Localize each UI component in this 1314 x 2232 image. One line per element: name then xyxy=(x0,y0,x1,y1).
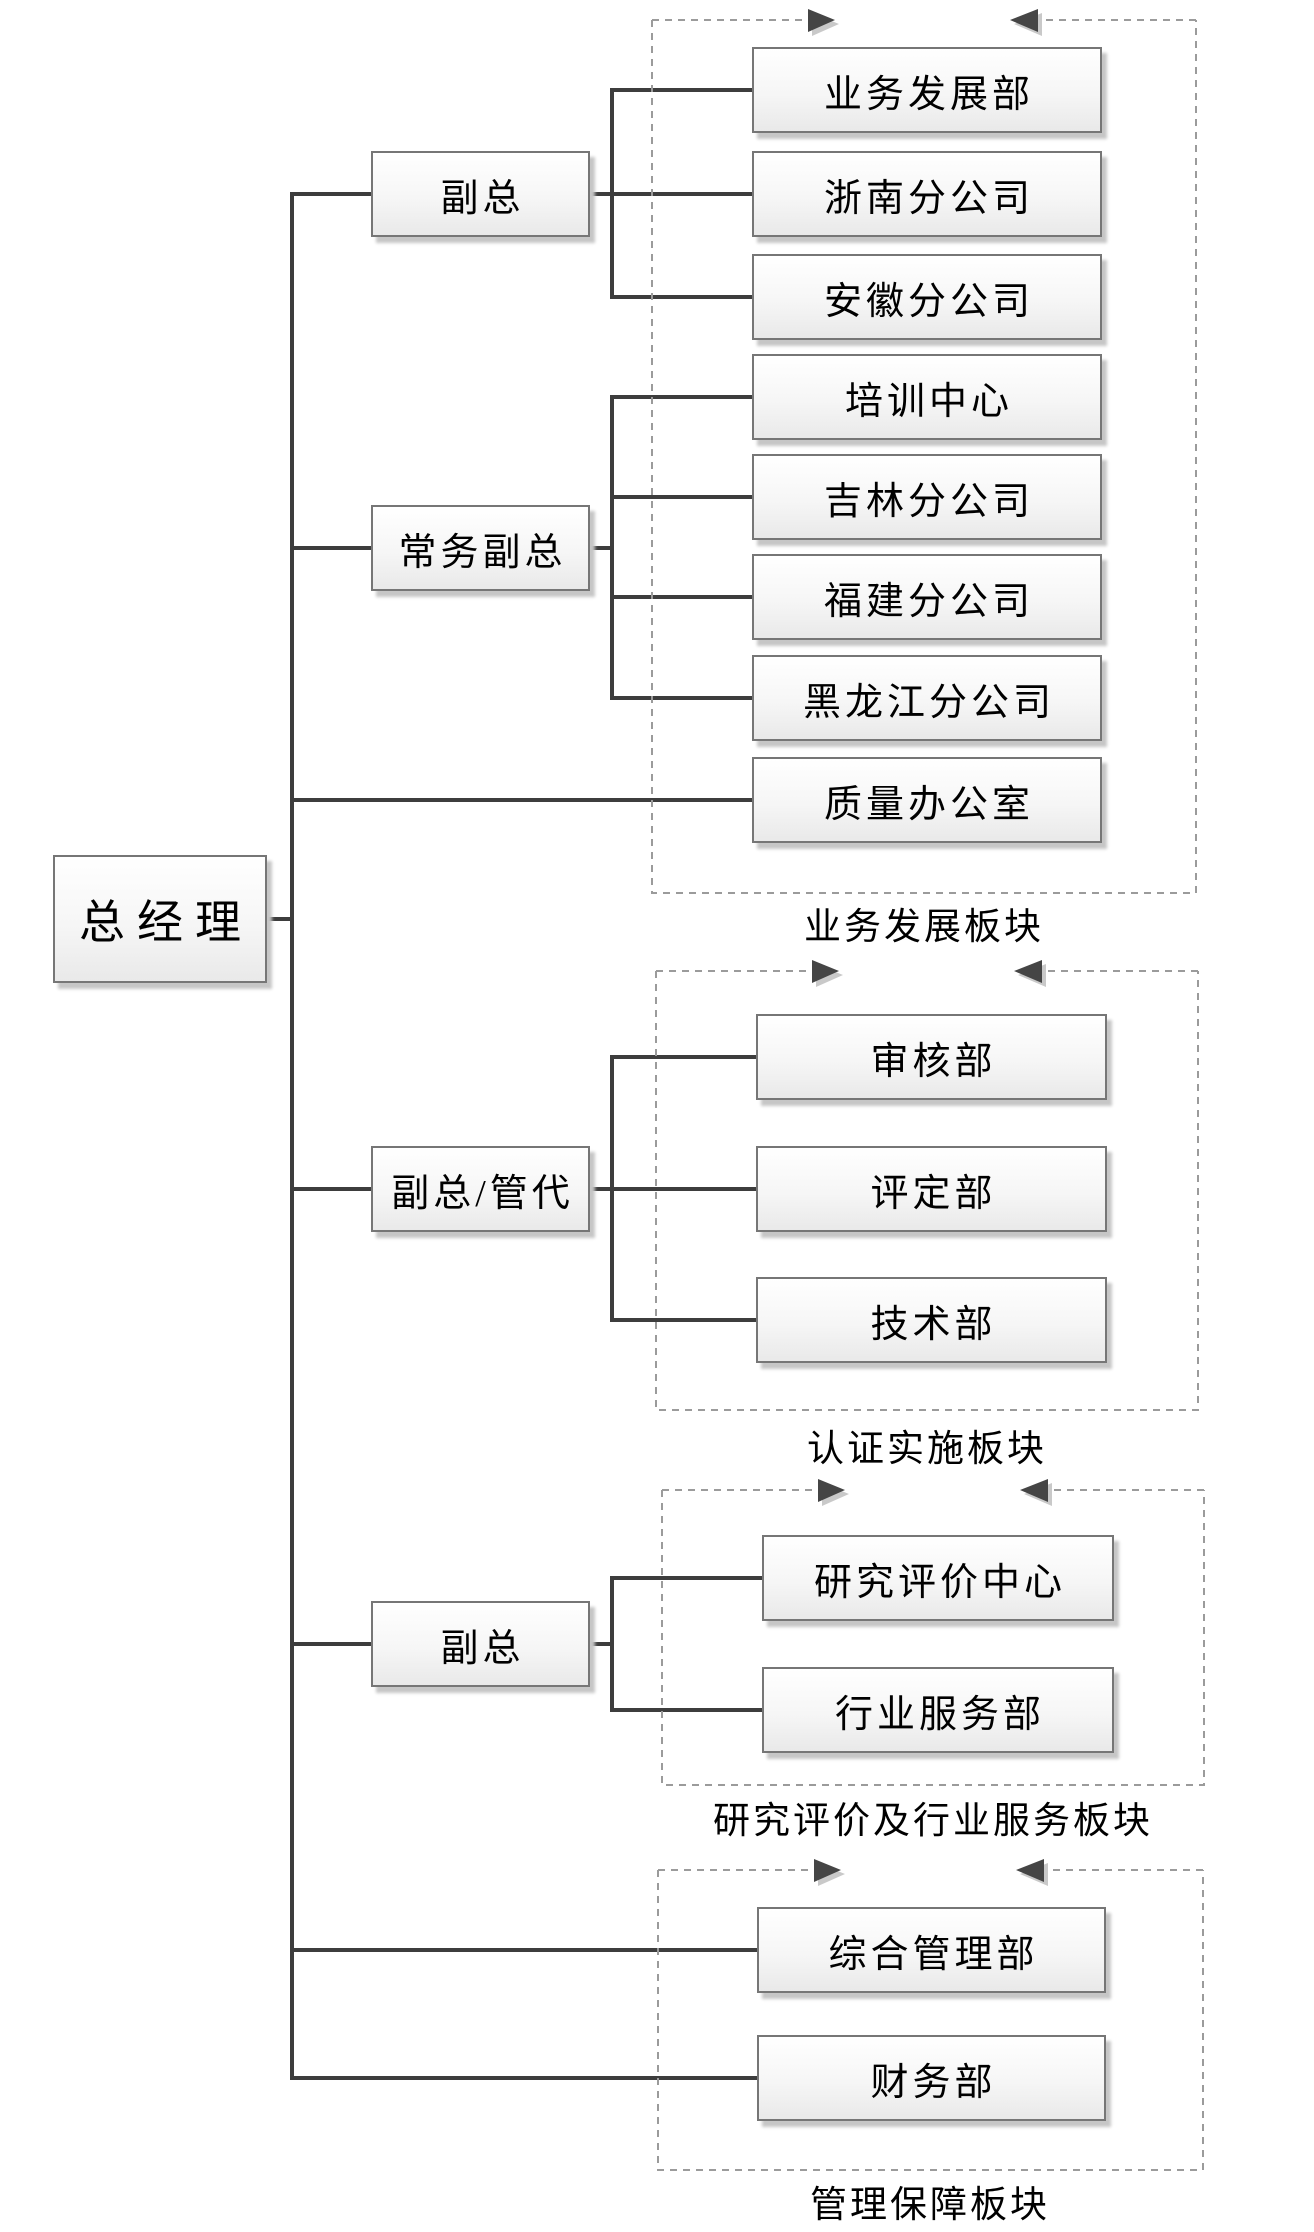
node-deputy-gm-1: 副总 xyxy=(371,151,590,237)
group-outline-certification xyxy=(655,971,1199,1411)
dept-quality-office: 质量办公室 xyxy=(752,757,1102,843)
flow-arrow-left-icon xyxy=(1016,1859,1044,1882)
node-general-manager: 总经理 xyxy=(53,855,267,983)
flow-arrow-right-icon xyxy=(812,960,839,983)
dept-assessment: 评定部 xyxy=(756,1146,1107,1232)
flow-arrow-left-icon xyxy=(1010,9,1038,32)
solid-connectors xyxy=(267,88,762,2080)
group-label-certification: 认证实施板块 xyxy=(807,1429,1047,1470)
node-executive-deputy-gm: 常务副总 xyxy=(371,505,590,591)
flow-arrow-right-icon xyxy=(818,1479,845,1502)
group-outline-business xyxy=(651,20,1197,894)
flow-arrow-right-icon xyxy=(808,9,835,32)
group-outline-support xyxy=(657,1870,1204,2171)
flow-arrow-left-icon xyxy=(1020,1479,1048,1502)
group-outline-research xyxy=(661,1490,1205,1786)
dept-zhenan-branch: 浙南分公司 xyxy=(752,151,1102,237)
dept-technical: 技术部 xyxy=(756,1277,1107,1363)
flow-arrow-right-icon xyxy=(814,1859,841,1882)
group-label-support: 管理保障板块 xyxy=(810,2185,1050,2226)
dept-heilongjiang-branch: 黑龙江分公司 xyxy=(752,655,1102,741)
node-deputy-gm-mgmt-rep: 副总/管代 xyxy=(371,1146,590,1232)
dept-jilin-branch: 吉林分公司 xyxy=(752,454,1102,540)
group-label-business: 业务发展板块 xyxy=(804,907,1044,948)
flow-arrows xyxy=(808,9,1052,1886)
dept-industry-service: 行业服务部 xyxy=(762,1667,1114,1753)
dept-anhui-branch: 安徽分公司 xyxy=(752,254,1102,340)
group-label-research: 研究评价及行业服务板块 xyxy=(713,1801,1153,1842)
dept-finance: 财务部 xyxy=(757,2035,1106,2121)
node-deputy-gm-2: 副总 xyxy=(371,1601,590,1687)
dept-research-evaluation-center: 研究评价中心 xyxy=(762,1535,1114,1621)
dept-general-management: 综合管理部 xyxy=(757,1907,1106,1993)
group-outlines xyxy=(651,19,1205,2171)
flow-arrow-left-icon xyxy=(1014,960,1042,983)
dept-audit: 审核部 xyxy=(756,1014,1107,1100)
dept-training-center: 培训中心 xyxy=(752,354,1102,440)
dept-business-development: 业务发展部 xyxy=(752,47,1102,133)
dept-fujian-branch: 福建分公司 xyxy=(752,554,1102,640)
